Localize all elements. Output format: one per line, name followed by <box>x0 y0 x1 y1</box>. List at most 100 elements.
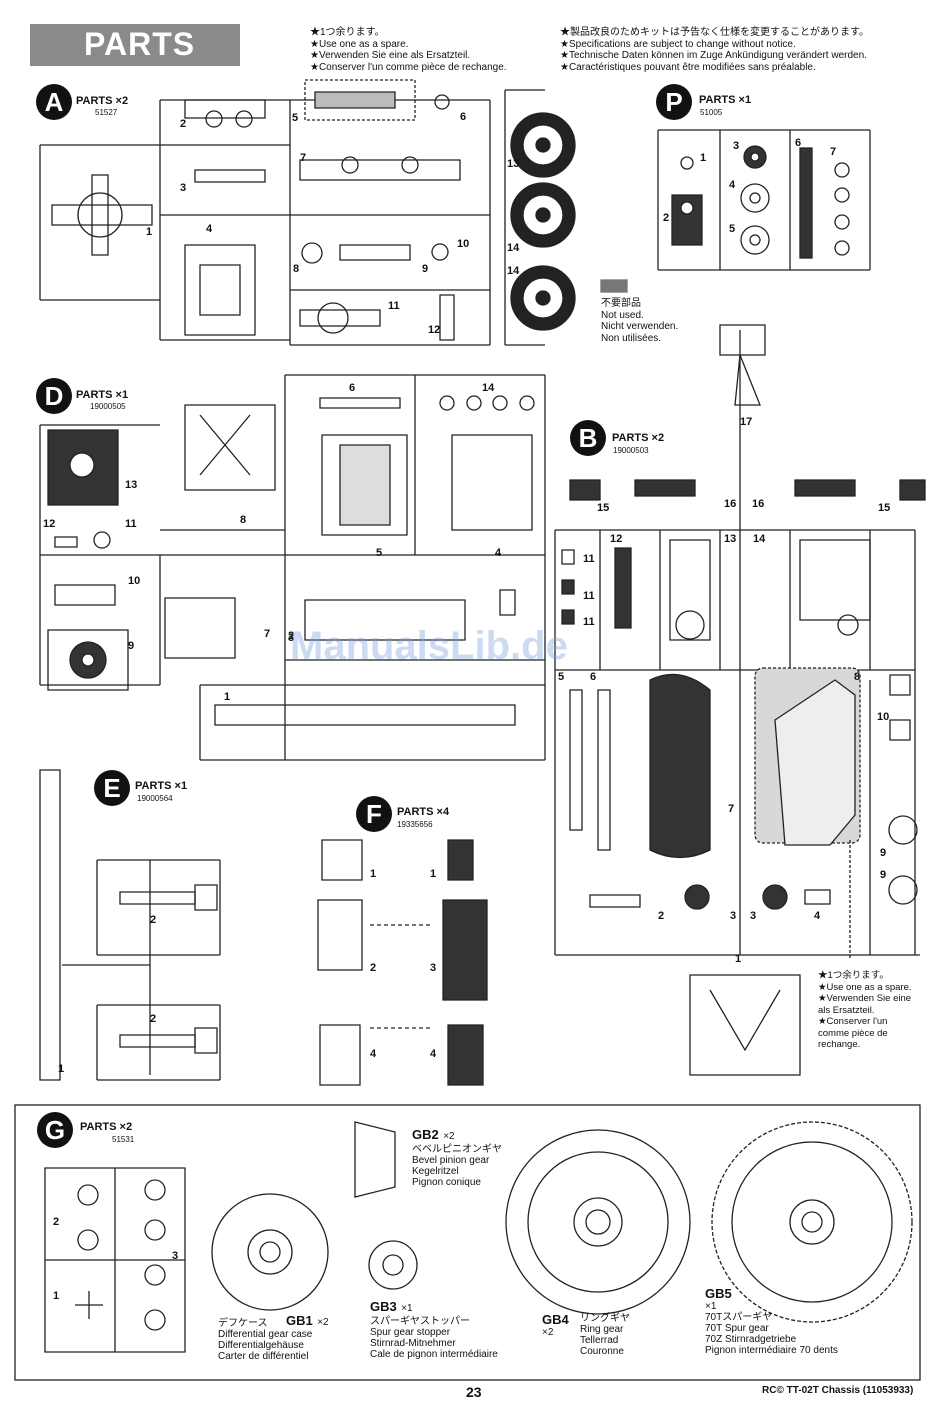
part-number: 13 <box>724 533 737 545</box>
part-number: 8 <box>854 671 861 683</box>
gear-bag-line: 70Tスパーギヤ <box>705 1312 773 1323</box>
sprue-p-code: 51005 <box>700 108 723 117</box>
part-number: 9 <box>422 263 429 275</box>
part-number: 7 <box>264 628 271 640</box>
spare-note-b: ★1つ余ります。 ★Use one as a spare. ★Verwenden… <box>818 970 912 1051</box>
note-line: ★Use one as a spare. <box>310 38 409 50</box>
part-number: 14 <box>482 382 495 394</box>
part-number: 1 <box>146 226 153 238</box>
gear-bag-art <box>211 1121 913 1323</box>
part-number: 7 <box>830 146 837 158</box>
note-line: ★1つ余ります。 <box>818 970 889 981</box>
part-number: 14 <box>753 533 766 545</box>
part-number: 1 <box>53 1290 60 1302</box>
part-number: 1 <box>58 1063 65 1075</box>
part-number: 11 <box>583 616 595 628</box>
part-number: 5 <box>376 547 383 559</box>
gear-bag-gb3: GB3 ×1 スパーギヤストッパー Spur gear stopper Stir… <box>370 1298 498 1360</box>
note-line: Nicht verwenden. <box>601 321 679 332</box>
gear-bag-line: Differential gear case <box>218 1329 313 1340</box>
gear-bag-line: Pignon conique <box>412 1177 481 1188</box>
part-number: 11 <box>583 590 595 602</box>
part-number: 5 <box>558 671 565 683</box>
part-number: 1 <box>735 953 742 965</box>
sprue-d-badge: D <box>36 378 72 414</box>
gear-bag-gb1: GB1 ×2 デフケース Differential gear case Diff… <box>218 1312 329 1362</box>
part-number: 13 <box>125 479 138 491</box>
part-number: 15 <box>597 502 610 514</box>
gear-bag-line: Ring gear <box>580 1324 624 1335</box>
part-number: 2 <box>288 630 295 642</box>
gear-bag-line: デフケース <box>218 1318 268 1329</box>
part-number: 17 <box>740 416 753 428</box>
gear-bag-qty: ×1 <box>401 1303 413 1314</box>
sprue-e-code: 19000564 <box>137 794 173 803</box>
not-used-note: 不要部品 Not used. Nicht verwenden. Non util… <box>601 298 678 344</box>
note-line: Non utilisées. <box>601 332 662 344</box>
part-number: 12 <box>43 518 56 530</box>
sprue-f-title: PARTS ×4 <box>397 806 450 818</box>
part-number: 4 <box>430 1048 437 1060</box>
sprue-b-code: 19000503 <box>613 446 649 455</box>
part-number: 8 <box>240 514 247 526</box>
part-number: 11 <box>583 553 595 565</box>
gear-bag-qty: ×1 <box>705 1301 717 1312</box>
note-line: ★Specifications are subject to change wi… <box>560 38 796 50</box>
sprue-f-badge: F <box>356 796 392 832</box>
part-number: 14 <box>507 265 520 277</box>
note-line: ★Verwenden Sie eine <box>818 993 912 1004</box>
part-number: 9 <box>880 847 887 859</box>
gear-bag-line: Spur gear stopper <box>370 1327 451 1338</box>
part-number: 6 <box>590 671 597 683</box>
part-number: 3 <box>288 632 295 644</box>
sprue-g-code: 51531 <box>112 1135 135 1144</box>
part-number: 5 <box>729 223 736 235</box>
page-title: PARTS <box>84 26 196 62</box>
part-number: 4 <box>814 910 821 922</box>
part-number: 12 <box>428 324 441 336</box>
gear-bag-qty: ×2 <box>317 1317 329 1328</box>
part-number: 2 <box>150 1013 157 1025</box>
part-number: 16 <box>752 498 765 510</box>
part-number: 1 <box>430 868 437 880</box>
sprue-p-badge: P <box>656 84 692 120</box>
part-number: 3 <box>730 910 737 922</box>
gear-bag-id: GB5 <box>705 1286 732 1301</box>
note-line: rechange. <box>818 1039 861 1050</box>
part-number: 7 <box>300 152 307 164</box>
note-line: ★製品改良のためキットは予告なく仕様を変更することがあります。 <box>560 27 869 38</box>
sprue-g-badge: G <box>37 1112 73 1148</box>
gear-bag-line: 70Z Stirnradgetriebe <box>705 1334 797 1345</box>
gear-bag-id: GB2 <box>412 1127 439 1142</box>
part-number: 1 <box>370 868 377 880</box>
sprue-f-parts <box>317 839 488 1086</box>
note-line: ★1つ余ります。 <box>310 27 385 38</box>
gear-bag-gb4-text: リングギヤ Ring gear Tellerrad Couronne <box>580 1313 630 1357</box>
note-line: ★Conserver l'un comme pièce de rechange. <box>310 61 507 73</box>
part-number: 5 <box>292 112 299 124</box>
sprue-a-code: 51527 <box>95 108 118 117</box>
part-number: 3 <box>733 140 740 152</box>
gear-bag-line: 70T Spur gear <box>705 1323 769 1334</box>
part-number: 3 <box>750 910 757 922</box>
note-line: ★Technische Daten können im Zuge Ankündi… <box>560 50 867 61</box>
part-number: 6 <box>795 137 802 149</box>
gear-bag-line: Kegelritzel <box>412 1166 459 1177</box>
sprue-a-title: PARTS ×2 <box>76 95 129 107</box>
note-line: comme pièce de <box>818 1027 888 1039</box>
gear-bag-line: Pignon intermédiaire 70 dents <box>705 1345 838 1356</box>
gear-bag-line: Cale de pignon intermédiaire <box>370 1349 498 1360</box>
sprue-g-frame <box>44 1167 186 1353</box>
part-number: 13 <box>507 158 520 170</box>
gear-bag-id: GB3 <box>370 1299 397 1314</box>
sprue-d-code: 19000505 <box>90 402 126 411</box>
watermark: ManualsLib.de <box>290 624 568 668</box>
part-number: 4 <box>370 1048 377 1060</box>
part-number: 1 <box>224 691 231 703</box>
parts-header: PARTS <box>30 24 240 66</box>
sprue-p-frame <box>657 129 871 271</box>
part-number: 6 <box>349 382 356 394</box>
part-number: 11 <box>125 518 137 530</box>
spare-note-top: ★1つ余ります。 ★Use one as a spare. ★Verwenden… <box>310 27 507 73</box>
